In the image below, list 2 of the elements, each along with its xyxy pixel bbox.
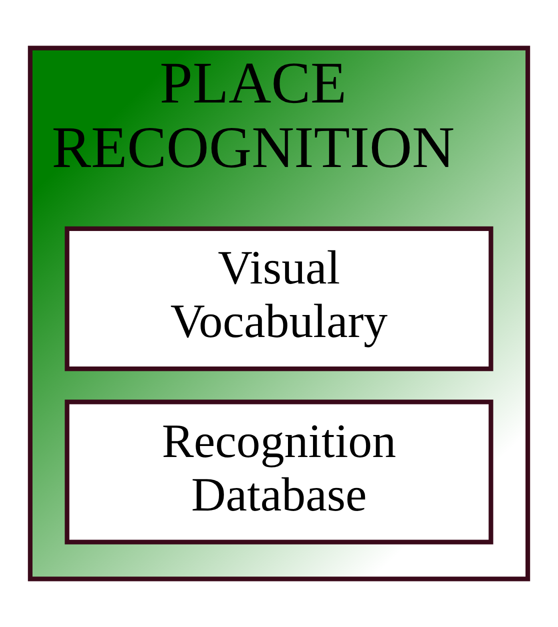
node-box: Recognition Database: [64, 400, 494, 544]
node-box: Visual Vocabulary: [64, 226, 494, 372]
